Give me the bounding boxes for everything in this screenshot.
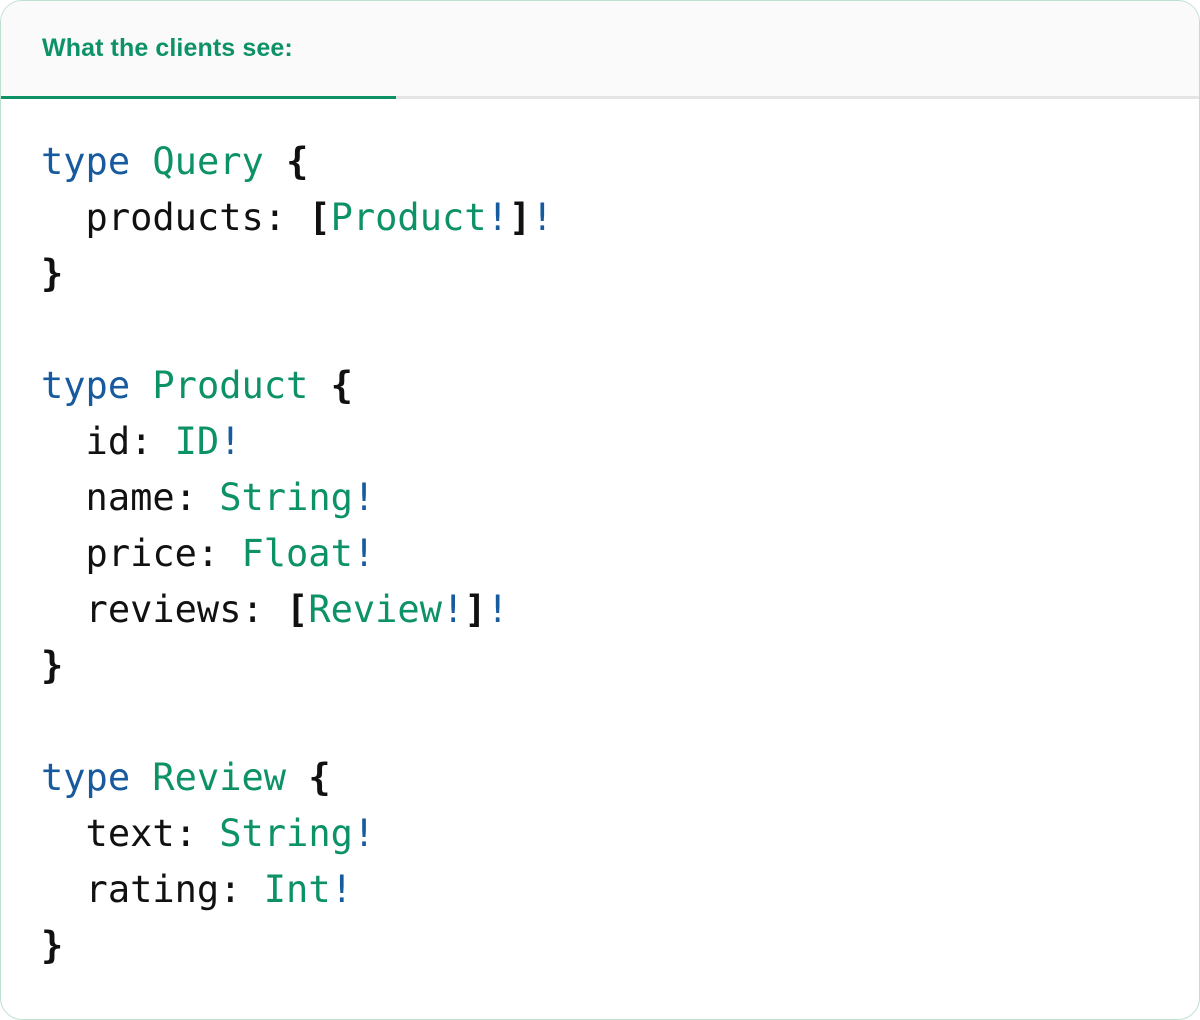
- code-token-type: ID: [174, 420, 220, 463]
- code-token-plain: [130, 364, 152, 407]
- code-token-bang: !: [330, 868, 353, 911]
- code-token-bang: !: [352, 476, 376, 519]
- code-token-bang: !: [441, 588, 465, 631]
- code-token-field: price:: [41, 532, 242, 575]
- code-token-type: Review: [308, 588, 442, 631]
- code-line: type Query {: [41, 134, 1161, 190]
- code-token-punct: {: [330, 364, 353, 407]
- code-token-bang: !: [486, 196, 509, 239]
- code-line: }: [41, 918, 1161, 974]
- code-token-plain: [130, 756, 152, 799]
- code-token-plain: [286, 756, 308, 799]
- tab-label: What the clients see:: [42, 34, 293, 62]
- code-token-field: products:: [41, 196, 309, 239]
- code-line: rating: Int!: [41, 862, 1161, 918]
- code-line: [41, 694, 1161, 750]
- code-line: reviews: [Review!]!: [41, 582, 1161, 638]
- code-token-plain: [308, 364, 330, 407]
- code-line: products: [Product!]!: [41, 190, 1161, 246]
- code-token-punct: ]: [508, 196, 532, 239]
- code-token-bang: !: [219, 420, 242, 463]
- code-token-punct: }: [41, 644, 64, 687]
- code-token-type: Float: [241, 532, 353, 575]
- code-line: type Product {: [41, 358, 1161, 414]
- code-token-field: text:: [41, 812, 220, 855]
- code-token-punct: {: [308, 756, 331, 799]
- code-token-punct: }: [41, 252, 64, 295]
- code-token-type: Int: [263, 868, 331, 911]
- code-token-kw: type: [41, 140, 131, 183]
- code-line: }: [41, 246, 1161, 302]
- code-line: name: String!: [41, 470, 1161, 526]
- code-token-punct: [: [308, 196, 331, 239]
- code-token-punct: }: [41, 924, 64, 967]
- graphql-schema-code-block[interactable]: type Query { products: [Product!]!} type…: [1, 102, 1199, 1019]
- code-token-type: String: [219, 476, 353, 519]
- code-line: [41, 302, 1161, 358]
- code-token-type: Product: [152, 364, 309, 407]
- code-line: type Review {: [41, 750, 1161, 806]
- tab-what-the-clients-see[interactable]: What the clients see:: [1, 1, 396, 99]
- code-token-field: name:: [41, 476, 220, 519]
- code-token-field: id:: [41, 420, 175, 463]
- code-line: }: [41, 638, 1161, 694]
- tab-bar: What the clients see:: [1, 1, 1199, 99]
- code-token-field: rating:: [41, 868, 264, 911]
- code-token-bang: !: [352, 812, 376, 855]
- code-token-bang: !: [352, 532, 376, 575]
- code-token-kw: type: [41, 364, 131, 407]
- code-line: id: ID!: [41, 414, 1161, 470]
- code-token-bang: !: [486, 588, 509, 631]
- code-token-punct: ]: [464, 588, 487, 631]
- code-token-kw: type: [41, 756, 131, 799]
- code-token-punct: [: [286, 588, 309, 631]
- code-line: price: Float!: [41, 526, 1161, 582]
- code-token-plain: [264, 140, 286, 183]
- code-token-punct: {: [286, 140, 309, 183]
- code-token-field: reviews:: [41, 588, 287, 631]
- code-line: text: String!: [41, 806, 1161, 862]
- code-token-type: Product: [330, 196, 487, 239]
- code-token-type: Query: [152, 140, 264, 183]
- code-token-bang: !: [531, 196, 554, 239]
- code-token-type: Review: [152, 756, 287, 799]
- code-token-plain: [130, 140, 152, 183]
- code-token-type: String: [219, 812, 353, 855]
